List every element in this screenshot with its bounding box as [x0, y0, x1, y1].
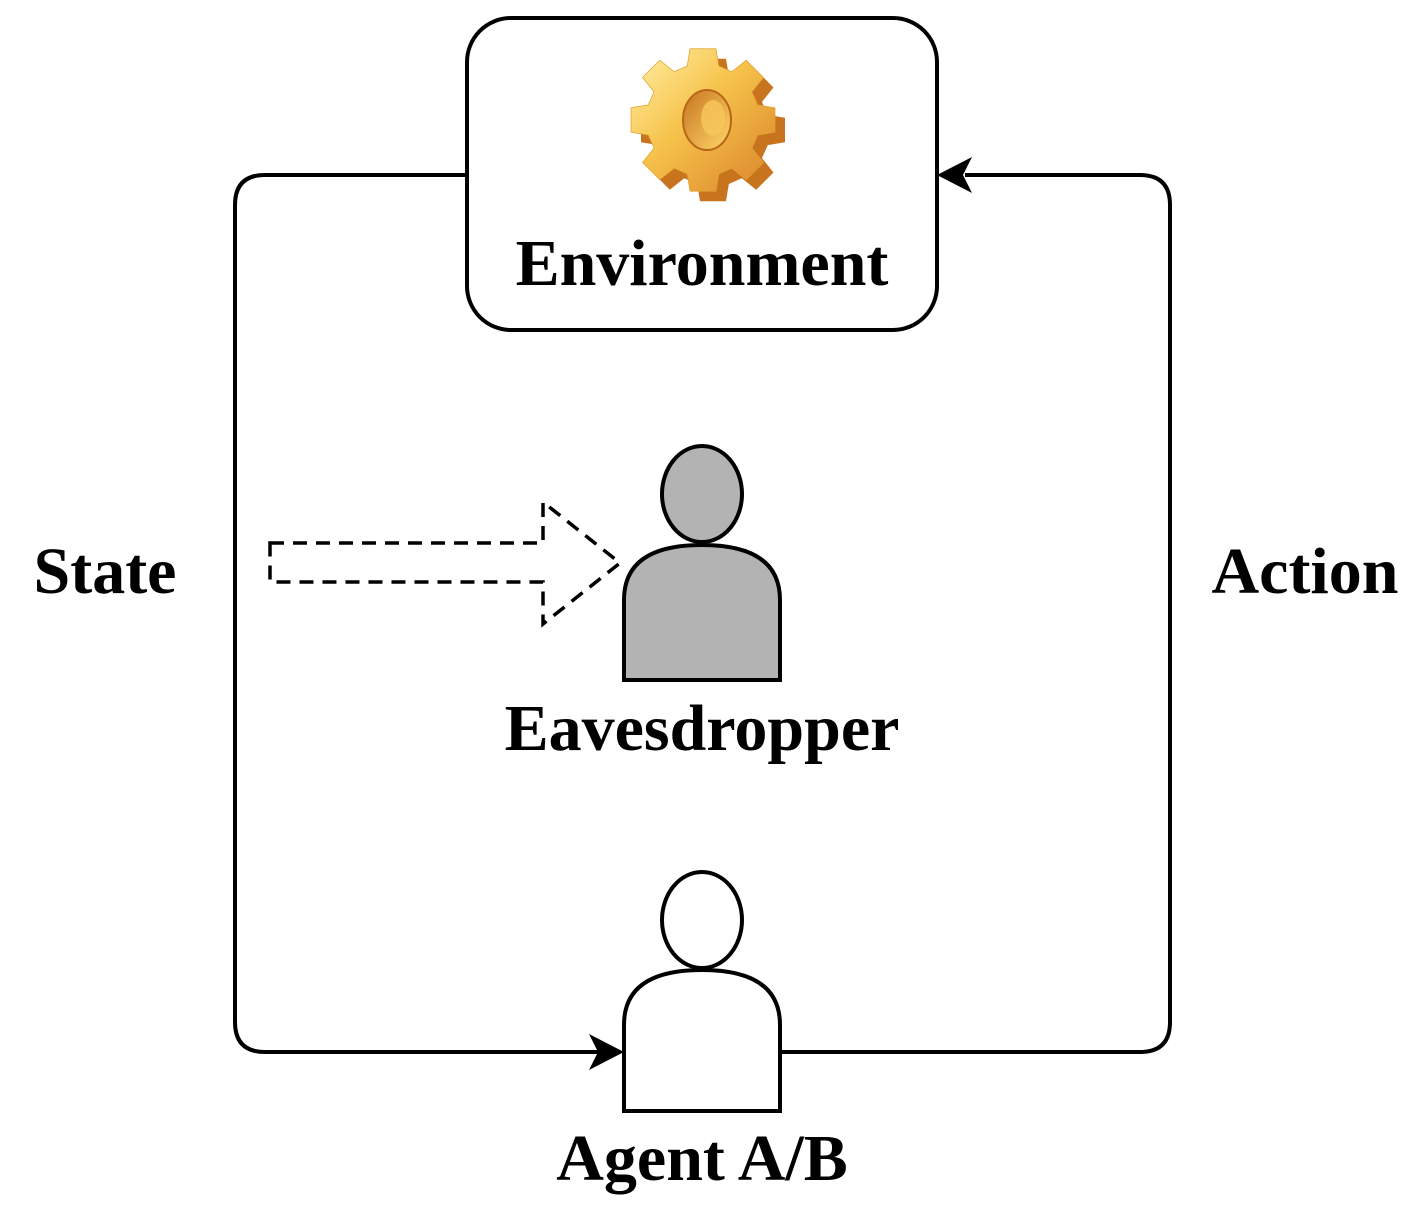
gear-icon — [630, 48, 785, 202]
state-label: State — [34, 535, 177, 608]
agent-body — [622, 967, 782, 1113]
eavesdropper-head — [660, 444, 744, 544]
eavesdrop-dashed-arrow — [268, 498, 623, 628]
person-icon — [622, 870, 782, 1113]
agent-head — [660, 870, 744, 970]
eavesdropper-node: Eavesdropper — [505, 444, 900, 765]
action-label: Action — [1212, 535, 1399, 608]
agent-node: Agent A/B — [556, 870, 848, 1195]
eavesdropper-body — [622, 542, 782, 682]
agent-label: Agent A/B — [556, 1122, 848, 1195]
state-arrowhead — [589, 1034, 624, 1070]
action-edge — [780, 173, 1172, 1054]
person-icon — [622, 444, 782, 682]
state-edge — [233, 173, 598, 1054]
action-arrowhead — [937, 157, 972, 193]
eavesdropper-label: Eavesdropper — [505, 692, 900, 765]
environment-node: Environment — [465, 16, 939, 332]
environment-label: Environment — [516, 227, 889, 300]
